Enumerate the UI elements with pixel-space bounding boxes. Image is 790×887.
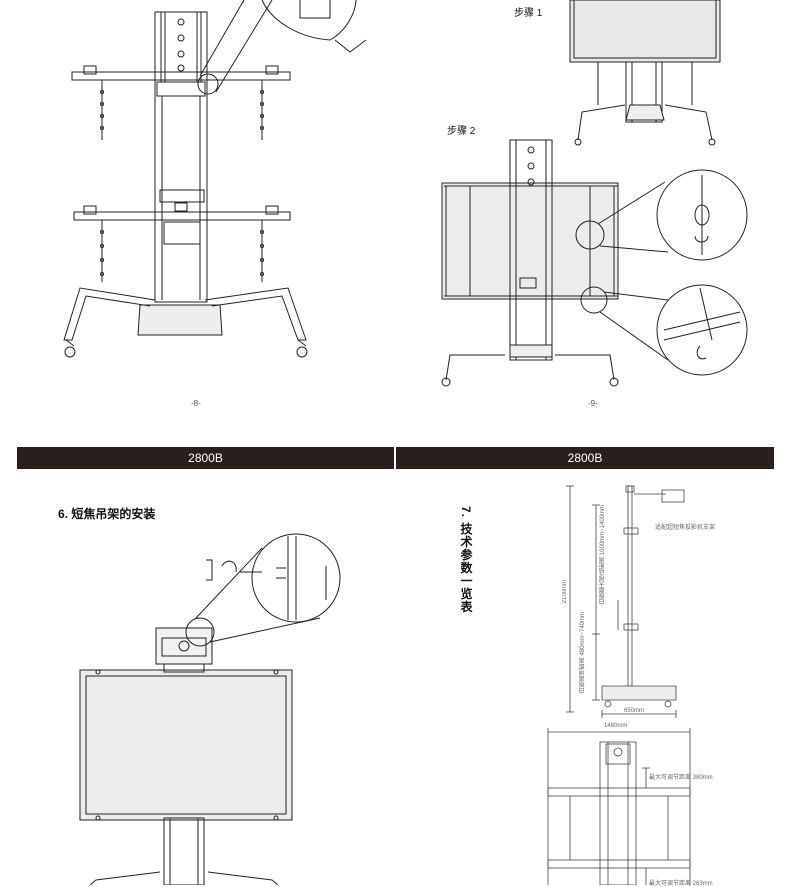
dim-board-height-range: 白板最大移动距离 1000mm~1400mm [600,505,606,605]
model-bar-left: 2800B [17,447,394,469]
step1-illustration [569,0,721,146]
dim-max-adjust-380: 最大可调节距离 380mm [649,775,713,781]
page-number-left: -8- [191,399,201,408]
step2-illustration [441,139,748,387]
step2-label: 步骤 2 [447,126,476,137]
model-label-left: 2800B [188,451,223,465]
model-label-right: 2800B [567,451,603,465]
dim-total-width: 1480mm [604,723,628,729]
model-bar-right: 2800B [396,447,774,469]
section-7-title: 7. 技术参数一览表 [459,506,473,614]
dim-board-floor-range: 白板离地距离 480mm~740mm [580,612,586,694]
page-number-right: -9- [588,399,598,408]
dim-projector-note: 适配超短焦投影机支架 [655,525,716,531]
stand-illustration-page8 [63,0,367,358]
tech-spec-drawings [547,485,691,885]
dim-max-adjust-bottom: 最大可调节距离 263mm [649,881,713,887]
short-throw-install-illustration [79,533,341,885]
step1-label: 步骤 1 [514,8,543,19]
dim-base-width: 650mm [624,708,645,714]
section-6-title: 6. 短焦吊架的安装 [58,507,156,521]
dim-total-height: 2100mm [562,580,568,604]
